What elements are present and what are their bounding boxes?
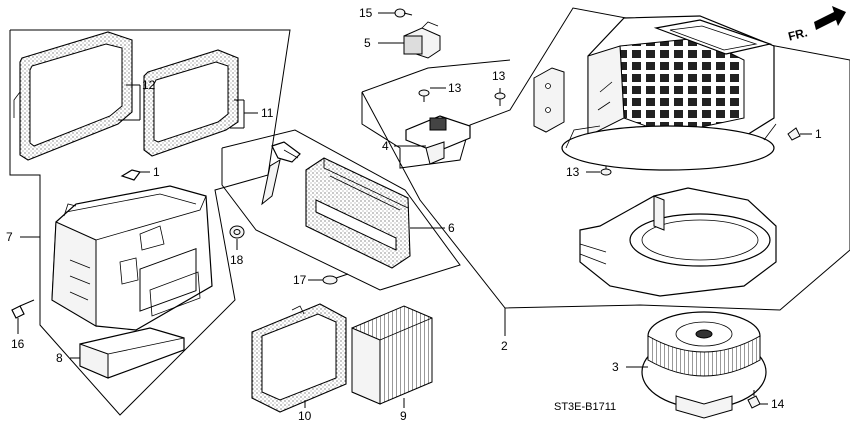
clip-1-left bbox=[120, 169, 150, 181]
diagram-code: ST3E-B1711 bbox=[554, 401, 616, 413]
screw-13-bracket bbox=[494, 88, 506, 106]
blower-motor-3 bbox=[626, 311, 767, 419]
motor-bracket bbox=[533, 67, 565, 133]
front-indicator-label: FR. bbox=[787, 25, 809, 43]
callout-2: 2 bbox=[501, 339, 508, 353]
upper-blower-case bbox=[561, 15, 777, 171]
cover-8 bbox=[70, 327, 185, 379]
blower-housing-7 bbox=[51, 185, 213, 331]
callout-11: 11 bbox=[261, 106, 274, 120]
center-group-border bbox=[221, 129, 461, 291]
callout-16: 16 bbox=[11, 337, 25, 351]
grommet-18 bbox=[229, 225, 245, 250]
screw-13-lower bbox=[586, 166, 612, 176]
callout-1-left: 1 bbox=[153, 165, 160, 179]
callout-6: 6 bbox=[448, 221, 455, 235]
callout-5: 5 bbox=[364, 36, 371, 50]
air-door-6 bbox=[305, 157, 445, 269]
resistor-4 bbox=[394, 115, 471, 165]
screw-17 bbox=[308, 273, 349, 285]
callout-8: 8 bbox=[56, 351, 63, 365]
callout-13-bracket: 13 bbox=[492, 69, 506, 83]
gasket-12 bbox=[13, 31, 141, 161]
callout-12: 12 bbox=[142, 78, 156, 92]
left-group-border bbox=[9, 29, 291, 416]
callout-10: 10 bbox=[298, 409, 312, 423]
gasket-11 bbox=[143, 49, 258, 157]
callout-17: 17 bbox=[293, 273, 307, 287]
screw-15 bbox=[378, 8, 413, 18]
callout-13-lower: 13 bbox=[566, 165, 580, 179]
callout-18: 18 bbox=[230, 253, 244, 267]
callout-7: 7 bbox=[6, 230, 13, 244]
callout-15: 15 bbox=[359, 6, 373, 20]
filter-frame-10 bbox=[251, 303, 347, 413]
mode-lever bbox=[261, 141, 301, 206]
front-arrow-icon bbox=[814, 6, 846, 30]
filter-element-9 bbox=[351, 305, 433, 408]
callout-9: 9 bbox=[400, 409, 407, 423]
screw-14 bbox=[747, 390, 768, 409]
callout-13-resistor: 13 bbox=[448, 81, 462, 95]
actuator-5 bbox=[378, 21, 441, 59]
callout-4: 4 bbox=[382, 139, 389, 153]
callout-1-right: 1 bbox=[815, 127, 822, 141]
right-group-border bbox=[361, 7, 850, 311]
callout-3: 3 bbox=[612, 360, 619, 374]
callout-14: 14 bbox=[771, 397, 785, 411]
clip-1-right bbox=[787, 127, 812, 141]
resistor-sub-border bbox=[361, 59, 511, 93]
screw-16 bbox=[11, 299, 35, 334]
screw-13-resistor bbox=[418, 87, 446, 102]
lower-blower-case bbox=[579, 187, 777, 297]
